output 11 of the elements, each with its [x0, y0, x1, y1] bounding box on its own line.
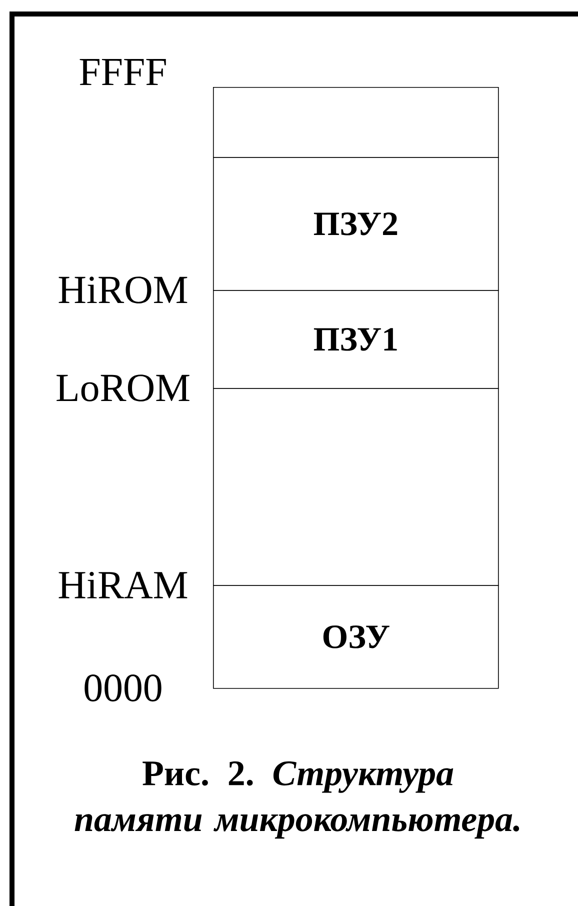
memory-region: ПЗУ2: [213, 157, 499, 291]
address-label: FFFF: [80, 58, 166, 86]
memory-region: ОЗУ: [213, 585, 499, 689]
memory-region: ПЗУ1: [213, 290, 499, 389]
address-label: LoROM: [56, 374, 190, 402]
address-label: HiRAM: [58, 572, 188, 598]
memory-region: [213, 388, 499, 586]
address-label: HiROM: [58, 276, 188, 304]
memory-region: [213, 87, 499, 158]
address-label: 0000: [84, 674, 162, 702]
caption: Рис. 2. Структура памяти микрокомпьютера.: [74, 761, 520, 839]
